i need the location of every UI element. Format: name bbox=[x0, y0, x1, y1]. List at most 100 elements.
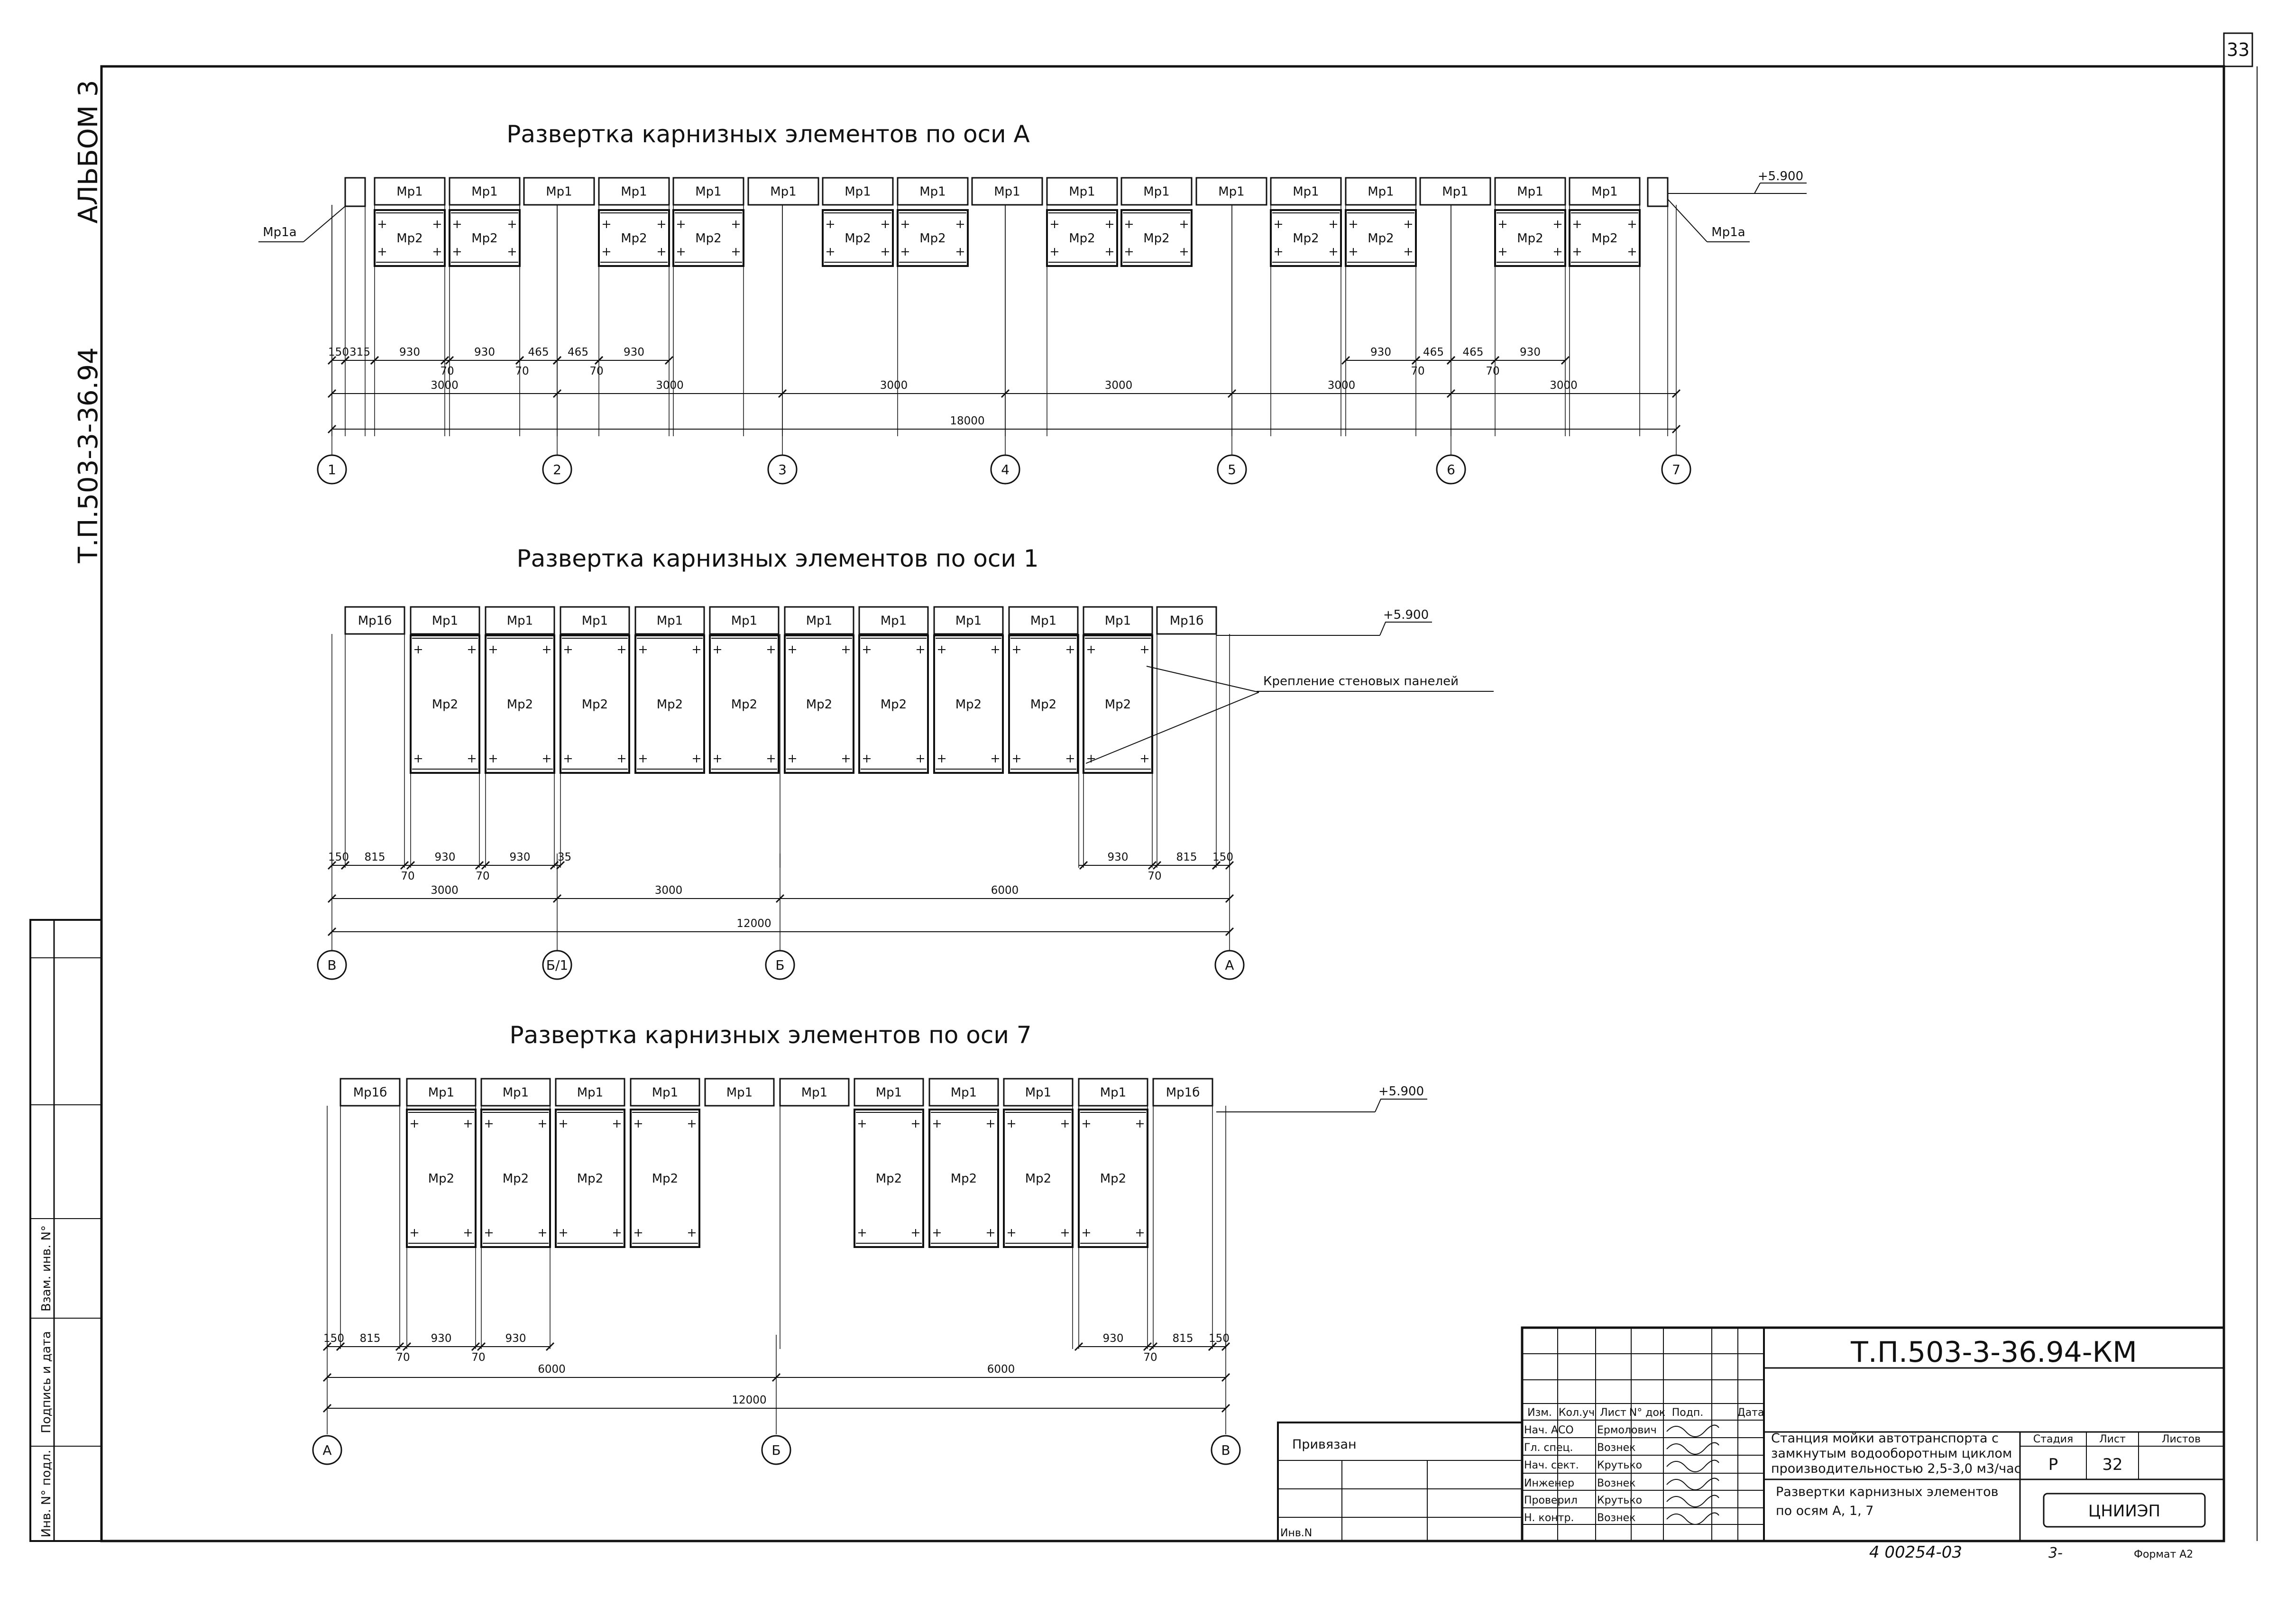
tb-role: Н. контр. bbox=[1524, 1512, 1574, 1524]
dim-value: 930 bbox=[1108, 851, 1129, 863]
mr1-box-label: Мр1б bbox=[353, 1086, 387, 1100]
axis-bubble-label: Б bbox=[771, 1442, 780, 1458]
dim-value: 315 bbox=[349, 346, 370, 358]
dim-tick bbox=[515, 356, 524, 365]
dim-value: 3000 bbox=[1550, 379, 1578, 392]
mr1-box-label: Мр1б bbox=[358, 614, 392, 628]
mr2-panel bbox=[709, 634, 780, 774]
mr1-box bbox=[784, 606, 854, 635]
signature-mark bbox=[1666, 1477, 1719, 1490]
section-1-note: Крепление стеновых панелей bbox=[1263, 674, 1459, 688]
dim-tick bbox=[370, 356, 379, 365]
mr1-box bbox=[1120, 177, 1193, 206]
mr1-box bbox=[1046, 177, 1118, 206]
dim-value: 930 bbox=[1370, 346, 1391, 358]
dim-value: 465 bbox=[568, 346, 588, 358]
dim-value: 815 bbox=[365, 851, 386, 863]
dim-value: 70 bbox=[401, 870, 414, 882]
mr1-box bbox=[1494, 177, 1566, 206]
dim-value: 150 bbox=[1212, 851, 1233, 863]
dim-value: 70 bbox=[476, 870, 489, 882]
mr1-box bbox=[1083, 606, 1153, 635]
dim-tick bbox=[1341, 356, 1350, 365]
section-1-level: +5.900 bbox=[1383, 608, 1429, 622]
dim-value: 70 bbox=[589, 365, 603, 377]
tb-role: Гл. спец. bbox=[1524, 1442, 1573, 1454]
mr2-panel-label: Мр2 bbox=[432, 697, 458, 712]
mr2-panel-label: Мр2 bbox=[1368, 231, 1394, 246]
section-a-corner-right: Мр1а bbox=[1647, 177, 1750, 242]
dim-value: 930 bbox=[431, 1332, 452, 1345]
mr1-box bbox=[897, 177, 969, 206]
mr1-box bbox=[1569, 177, 1641, 206]
dim-value: 3000 bbox=[431, 884, 459, 897]
mr1-box-label: Мр1 bbox=[396, 185, 422, 199]
axis-bubble-label: А bbox=[1225, 957, 1234, 973]
dim-tick bbox=[406, 861, 415, 870]
mr2-panel bbox=[854, 1109, 924, 1248]
axis-bubble bbox=[767, 454, 798, 485]
stamp-sign-date: Подпись и дата bbox=[39, 1331, 54, 1433]
mr2-panel bbox=[928, 1109, 999, 1248]
mr1-box bbox=[1419, 177, 1491, 206]
mr1-box-label: Мр1 bbox=[695, 185, 721, 199]
dim-total: 12000 bbox=[736, 918, 771, 930]
tb-role: Нач. АСО bbox=[1524, 1424, 1574, 1436]
mr1-box bbox=[630, 1078, 700, 1107]
dim-value: 815 bbox=[360, 1332, 381, 1345]
mr1-box-label: Мр1 bbox=[1100, 1086, 1126, 1100]
mr1-box bbox=[672, 177, 744, 206]
dim-tick bbox=[1079, 861, 1088, 870]
side-title: АЛЬБОМ 3 Т.П.503-3-36.94 bbox=[73, 80, 104, 563]
dim-tick bbox=[594, 356, 604, 365]
axis-bubble bbox=[990, 454, 1020, 485]
mr1-box bbox=[340, 1078, 401, 1107]
dim-value: 3000 bbox=[1105, 379, 1133, 392]
mr1-box-label: Мр1 bbox=[1442, 185, 1468, 199]
axis-bubble-label: 1 bbox=[328, 462, 336, 477]
mr1-box-label: Мр1 bbox=[731, 614, 757, 628]
dim-tick bbox=[481, 861, 490, 870]
axis-bubble-label: 7 bbox=[1672, 462, 1680, 477]
dim-tick bbox=[1148, 861, 1157, 870]
mr2-panel-label: Мр2 bbox=[845, 231, 871, 246]
dim-value: 930 bbox=[505, 1332, 526, 1345]
dim-value: 70 bbox=[471, 1351, 485, 1364]
dim-value: 465 bbox=[1463, 346, 1484, 358]
mr1-box-label: Мр1 bbox=[726, 1086, 753, 1100]
mr1-box bbox=[480, 1078, 551, 1107]
mr2-panel bbox=[822, 209, 894, 267]
tb-header-4: Подп. bbox=[1672, 1407, 1704, 1419]
mr1-box bbox=[485, 606, 555, 635]
mr1-box bbox=[779, 1078, 850, 1107]
dim-value: 70 bbox=[440, 365, 454, 377]
dim-total: 12000 bbox=[732, 1394, 766, 1406]
signature-mark bbox=[1666, 1424, 1719, 1437]
mr2-panel bbox=[858, 634, 929, 774]
sheet-frame: 33 bbox=[100, 32, 2258, 1542]
mr1-box-label: Мр1 bbox=[1069, 185, 1095, 199]
dim-value: 930 bbox=[1520, 346, 1541, 358]
axis-bubble-label: Б bbox=[775, 957, 784, 973]
dim-value: 930 bbox=[624, 346, 644, 358]
mr1-box bbox=[449, 177, 521, 206]
dim-value: 6000 bbox=[991, 884, 1019, 897]
section-a-corner-left: Мр1а bbox=[258, 177, 366, 242]
dim-tick bbox=[445, 356, 454, 365]
mr1-box bbox=[1156, 606, 1217, 635]
mr1-box bbox=[822, 177, 894, 206]
dim-value: 70 bbox=[1486, 365, 1499, 377]
sheet-number: 33 bbox=[2227, 39, 2249, 60]
mr1-box bbox=[598, 177, 670, 206]
mr1-box bbox=[971, 177, 1043, 206]
axis-bubble-label: В bbox=[327, 957, 336, 973]
dim-tick bbox=[1212, 861, 1221, 870]
sheet-value: 32 bbox=[2102, 1455, 2122, 1474]
